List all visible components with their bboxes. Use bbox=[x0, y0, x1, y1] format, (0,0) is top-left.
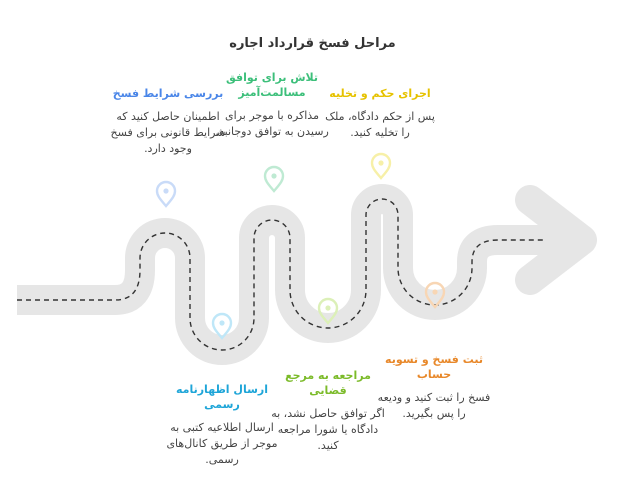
step-negotiate: تلاش برای توافق مسالمت‌آمیز مذاکره با مو… bbox=[212, 70, 332, 140]
step-heading: مراجعه به مرجع قضایی bbox=[285, 369, 371, 397]
step-court: مراجعه به مرجع قضایی اگر توافق حاصل نشد،… bbox=[268, 368, 388, 454]
pin-icon-notice bbox=[211, 312, 233, 340]
road-path bbox=[17, 184, 575, 365]
step-heading: تلاش برای توافق مسالمت‌آمیز bbox=[225, 71, 319, 99]
step-description: پس از حکم دادگاه، ملک را تخلیه کنید. bbox=[325, 110, 435, 139]
pin-icon-enforce bbox=[370, 152, 392, 180]
step-heading: ارسال اظهارنامه رسمی bbox=[175, 383, 269, 411]
pin-icon-settle bbox=[424, 281, 446, 309]
step-description: فسخ را ثبت کنید و ودیعه را پس بگیرید. bbox=[377, 391, 491, 420]
road-arrow-head bbox=[515, 185, 597, 295]
pin-icon-negotiate bbox=[263, 165, 285, 193]
step-description: مذاکره با موجر برای رسیدن به توافق دوجان… bbox=[215, 109, 329, 138]
step-heading: ثبت فسخ و تسویه حساب bbox=[385, 353, 483, 381]
step-notice: ارسال اظهارنامه رسمی ارسال اطلاعیه کتبی … bbox=[162, 382, 282, 468]
pin-icon-court bbox=[317, 297, 339, 325]
step-heading: اجرای حکم و تخلیه bbox=[329, 87, 431, 100]
road-center-dashes bbox=[17, 198, 546, 351]
diagram-title: مراحل فسخ قرارداد اجاره bbox=[229, 36, 396, 51]
step-settle: ثبت فسخ و تسویه حساب فسخ را ثبت کنید و و… bbox=[374, 352, 494, 422]
step-description: اگر توافق حاصل نشد، به دادگاه یا شورا مر… bbox=[271, 407, 385, 452]
step-enforce: اجرای حکم و تخلیه پس از حکم دادگاه، ملک … bbox=[320, 86, 440, 141]
step-description: اطمینان حاصل کنید که شرایط قانونی برای ف… bbox=[110, 110, 226, 155]
pin-icon-review bbox=[155, 180, 177, 208]
step-review: بررسی شرایط فسخ اطمینان حاصل کنید که شرا… bbox=[108, 86, 228, 157]
step-description: ارسال اطلاعیه کتبی به موجر از طریق کانال… bbox=[166, 421, 278, 466]
step-heading: بررسی شرایط فسخ bbox=[112, 87, 224, 100]
